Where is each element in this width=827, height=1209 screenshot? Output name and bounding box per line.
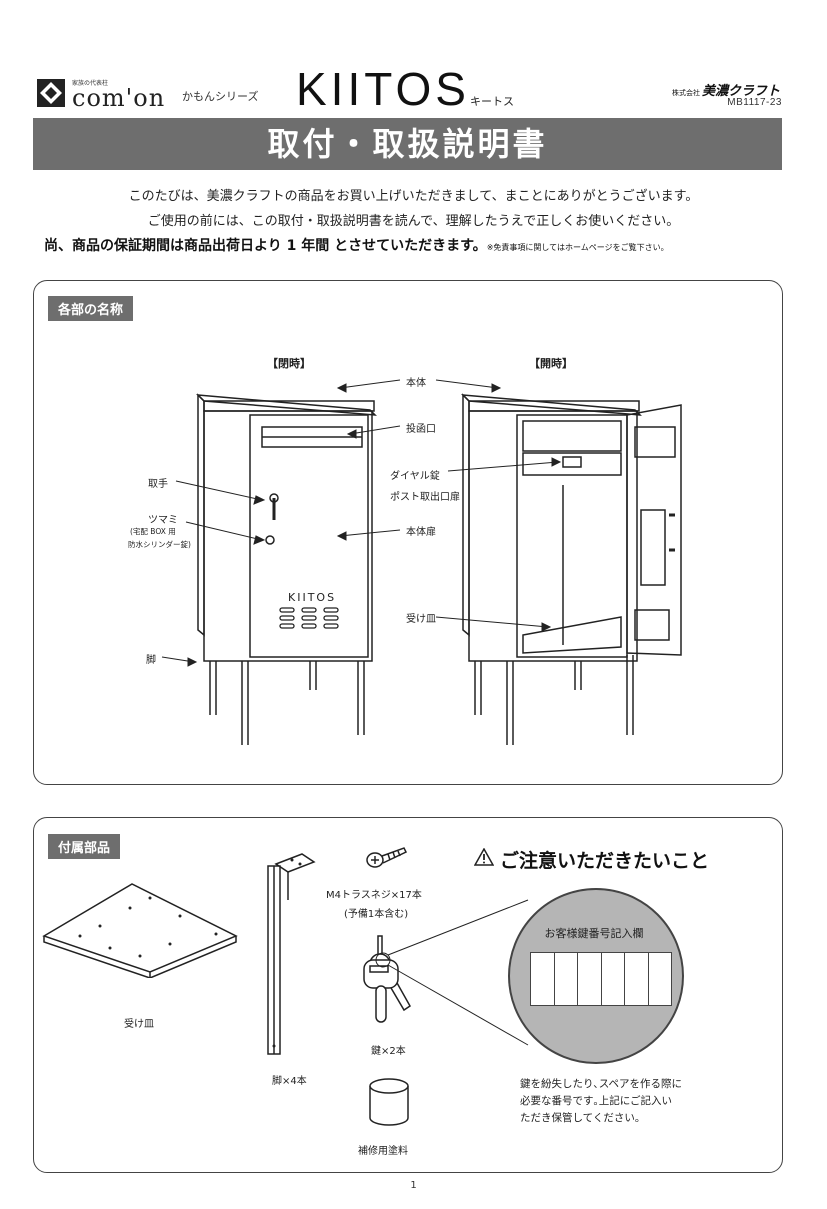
label-knob-note-2: 防水シリンダー錠) xyxy=(128,540,191,549)
series-name: かもんシリーズ xyxy=(182,90,259,103)
label-handle: 取手 xyxy=(148,479,168,490)
brand-name: com'on xyxy=(72,84,166,112)
key-number-title: お客様鍵番号記入欄 xyxy=(544,927,644,940)
key-digit-box[interactable] xyxy=(601,953,625,1005)
paint-can-icon xyxy=(369,1078,409,1126)
label-slot: 投函口 xyxy=(406,424,436,435)
page-title: 取付・取扱説明書 xyxy=(267,125,548,163)
open-state-label: 【開時】 xyxy=(529,357,573,370)
label-post-door: ポスト取出口扉 xyxy=(390,492,460,503)
accessory-legs-label: 脚×4本 xyxy=(272,1076,307,1087)
accessories-heading: 付属部品 xyxy=(48,834,121,859)
parts-names-panel xyxy=(33,280,783,785)
closed-mailbox-illustration xyxy=(196,393,377,745)
product-kana: キートス xyxy=(470,95,514,108)
title-bar xyxy=(33,118,782,170)
key-number-boxes xyxy=(530,952,672,1006)
company-prefix: 株式会社 xyxy=(672,89,700,97)
accessory-screws-note: (予備1本含む) xyxy=(344,909,409,920)
accessory-keys-label: 鍵×2本 xyxy=(371,1046,406,1057)
label-leg: 脚 xyxy=(146,655,156,666)
door-logo-text: KIITOS xyxy=(288,591,337,604)
key-digit-box[interactable] xyxy=(531,953,555,1005)
warranty-text: 尚、商品の保証期間は商品出荷日より 1 年間 とさせていただきます。 xyxy=(44,238,487,254)
brand-tagline: 家族の代表柱 xyxy=(72,80,109,87)
leg-illustration xyxy=(267,853,316,1055)
doc-code: MB1117-23 xyxy=(727,97,782,108)
label-door: 本体扉 xyxy=(406,527,436,538)
warranty-line: 尚、商品の保証期間は商品出荷日より 1 年間 とさせていただきます。※免責事項に… xyxy=(44,235,669,255)
warranty-note: ※免責事項に関してはホームページをご覧下さい。 xyxy=(486,243,669,252)
key-note-line-1: 鍵を紛失したり､スペアを作る際に xyxy=(520,1078,683,1090)
label-tray: 受け皿 xyxy=(406,614,436,625)
product-name: KIITOS xyxy=(296,63,470,115)
key-digit-box[interactable] xyxy=(625,953,649,1005)
label-knob: ツマミ xyxy=(148,515,178,526)
caution-title: ご注意いただきたいこと xyxy=(500,850,710,872)
key-note-line-3: ただき保管してください｡ xyxy=(520,1112,641,1124)
key-digit-box[interactable] xyxy=(554,953,578,1005)
key-note: 鍵を紛失したり､スペアを作る際に 必要な番号です｡上記にご記入い ただき保管して… xyxy=(520,1076,710,1127)
accessory-paint-label: 補修用塗料 xyxy=(358,1146,408,1157)
accessory-screws-label: M4トラスネジ×17本 xyxy=(326,890,422,901)
comon-logo-icon xyxy=(37,79,65,107)
warning-icon xyxy=(474,848,494,866)
intro-line-2: ご使用の前には、この取付・取扱説明書を読んで、理解したうえで正しくお使いください… xyxy=(147,214,680,229)
key-note-line-2: 必要な番号です｡上記にご記入い xyxy=(520,1095,673,1107)
company-name-text: 美濃クラフト xyxy=(702,84,781,99)
page-number: 1 xyxy=(410,1180,417,1191)
label-knob-note: (宅配 BOX 用 xyxy=(130,527,176,536)
key-digit-box[interactable] xyxy=(578,953,602,1005)
screw-icon xyxy=(366,847,408,868)
label-body: 本体 xyxy=(406,378,426,389)
tray-illustration xyxy=(42,883,238,978)
open-mailbox-illustration xyxy=(461,393,682,745)
company-name: 株式会社美濃クラフト xyxy=(672,80,780,99)
parts-names-heading: 各部の名称 xyxy=(48,296,134,321)
closed-state-label: 【閉時】 xyxy=(267,357,311,370)
accessory-tray-label: 受け皿 xyxy=(124,1019,154,1030)
label-dial-lock: ダイヤル錠 xyxy=(390,471,440,482)
key-digit-box[interactable] xyxy=(648,953,671,1005)
intro-line-1: このたびは、美濃クラフトの商品をお買い上げいただきまして、まことにありがとうござ… xyxy=(128,189,699,204)
